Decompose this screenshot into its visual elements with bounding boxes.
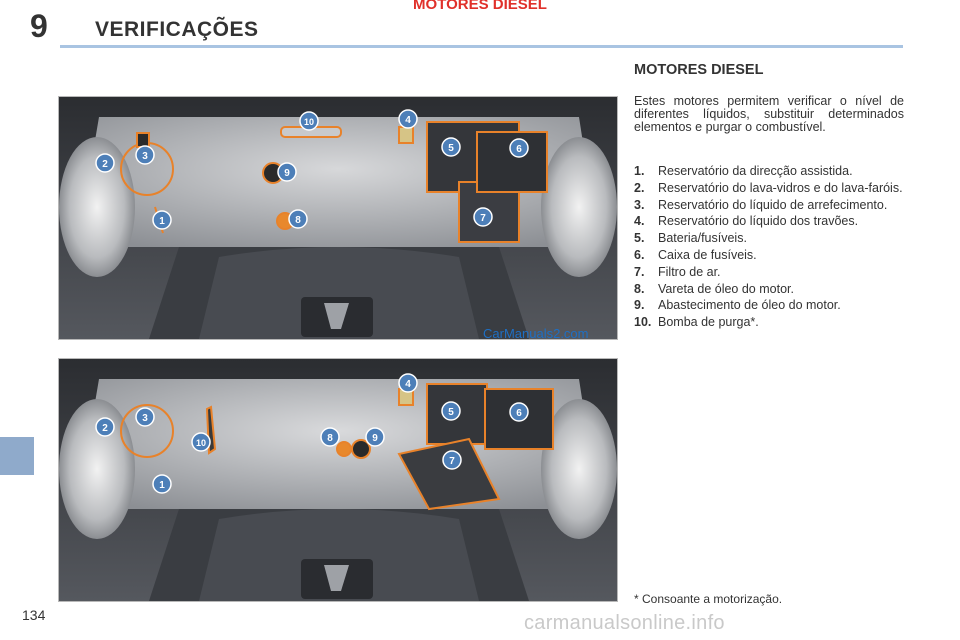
svg-text:5: 5 xyxy=(448,143,454,154)
callout-3: 3 xyxy=(135,145,155,165)
callout-8: 8 xyxy=(288,209,308,229)
svg-text:10: 10 xyxy=(304,117,314,127)
callout-9: 9 xyxy=(277,162,297,182)
svg-text:2: 2 xyxy=(102,423,108,434)
chapter-title: VERIFICAÇÕES xyxy=(95,18,259,41)
legend-item: 2.Reservatório do lava-vidros e do lava-… xyxy=(634,180,903,195)
svg-text:8: 8 xyxy=(295,215,301,226)
callout-1: 1 xyxy=(152,210,172,230)
engine-bay-illustration-2: 1 2 3 4 5 6 7 8 9 10 xyxy=(59,359,617,601)
svg-text:3: 3 xyxy=(142,151,148,162)
chapter-side-tab xyxy=(0,437,34,475)
engine-bay-photo-2: 1 2 3 4 5 6 7 8 9 10 xyxy=(58,358,618,602)
svg-text:5: 5 xyxy=(448,407,454,418)
callout-10: 10 xyxy=(299,111,319,131)
svg-text:1: 1 xyxy=(159,216,165,227)
legend-item: 6.Caixa de fusíveis. xyxy=(634,247,757,262)
callout-1: 1 xyxy=(152,474,172,494)
legend-item: 10.Bomba de purga*. xyxy=(634,315,759,330)
svg-text:3: 3 xyxy=(142,413,148,424)
page-number: 134 xyxy=(22,607,46,623)
legend-item: 3.Reservatório do líquido de arrefecimen… xyxy=(634,197,888,212)
svg-text:9: 9 xyxy=(284,168,290,179)
callout-7: 7 xyxy=(442,450,462,470)
callout-8: 8 xyxy=(320,427,340,447)
running-header: MOTORES DIESEL xyxy=(413,0,547,13)
svg-text:7: 7 xyxy=(480,213,486,224)
intro-paragraph: Estes motores permitem verificar o nível… xyxy=(634,94,904,134)
legend-item: 7.Filtro de ar. xyxy=(634,264,721,279)
svg-text:2: 2 xyxy=(102,159,108,170)
legend-item: 1.Reservatório da direcção assistida. xyxy=(634,164,853,178)
chapter-number: 9 xyxy=(30,8,48,44)
callout-5: 5 xyxy=(441,137,461,157)
callout-5: 5 xyxy=(441,401,461,421)
callout-4: 4 xyxy=(398,109,418,129)
callout-2: 2 xyxy=(95,417,115,437)
component-legend: 1.Reservatório da direcção assistida. 2.… xyxy=(634,164,906,333)
legend-item: 9.Abastecimento de óleo do motor. xyxy=(634,298,841,313)
svg-text:4: 4 xyxy=(405,379,411,390)
callout-9: 9 xyxy=(365,427,385,447)
site-watermark: carmanualsonline.info xyxy=(524,612,725,634)
section-title: MOTORES DIESEL xyxy=(634,62,764,78)
callout-10: 10 xyxy=(191,432,211,452)
svg-text:6: 6 xyxy=(516,144,522,155)
callout-7: 7 xyxy=(473,207,493,227)
callout-4: 4 xyxy=(398,373,418,393)
engine-bay-illustration-1: CarManuals2.com 1 2 3 4 5 6 7 8 9 10 xyxy=(59,97,617,339)
svg-text:10: 10 xyxy=(196,438,206,448)
callout-2: 2 xyxy=(95,153,115,173)
photo-watermark: CarManuals2.com xyxy=(483,326,589,339)
callout-6: 6 xyxy=(509,138,529,158)
legend-item: 5.Bateria/fusíveis. xyxy=(634,231,747,246)
svg-text:8: 8 xyxy=(327,433,333,444)
footnote: * Consoante a motorização. xyxy=(634,592,783,606)
callout-6: 6 xyxy=(509,402,529,422)
header-divider xyxy=(60,45,903,48)
callout-3: 3 xyxy=(135,407,155,427)
engine-bay-photo-1: CarManuals2.com 1 2 3 4 5 6 7 8 9 10 xyxy=(58,96,618,340)
svg-text:6: 6 xyxy=(516,408,522,419)
svg-text:4: 4 xyxy=(405,115,411,126)
svg-text:1: 1 xyxy=(159,480,165,491)
svg-text:7: 7 xyxy=(449,456,455,467)
legend-item: 8.Vareta de óleo do motor. xyxy=(634,281,794,296)
legend-item: 4.Reservatório do líquido dos travões. xyxy=(634,214,859,229)
svg-text:9: 9 xyxy=(372,433,378,444)
